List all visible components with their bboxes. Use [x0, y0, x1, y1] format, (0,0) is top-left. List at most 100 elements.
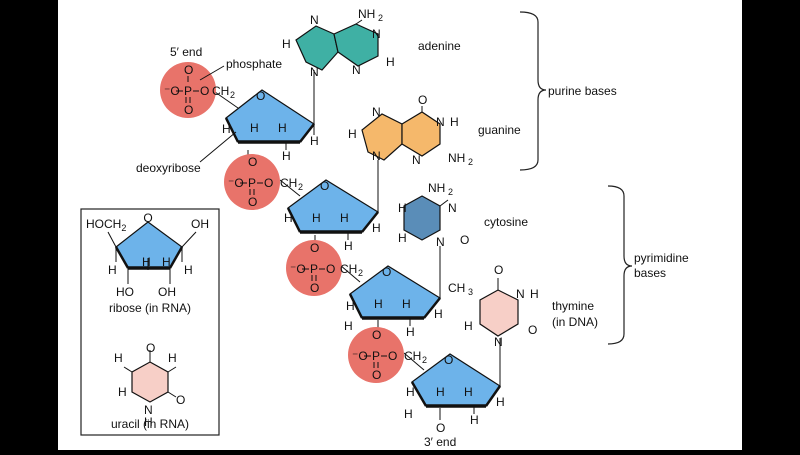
svg-text:N: N — [372, 27, 381, 41]
svg-text:H: H — [386, 55, 395, 69]
svg-text:H: H — [340, 211, 349, 225]
svg-text:O: O — [494, 263, 503, 277]
ribose-oh-label: OH — [191, 217, 209, 231]
svg-text:O: O — [528, 323, 537, 337]
svg-text:CH: CH — [280, 176, 297, 190]
ribose-hoch2-label: HOCH2 — [86, 217, 126, 233]
svg-text:2: 2 — [358, 268, 363, 278]
svg-text:CH: CH — [404, 349, 421, 363]
svg-text:O: O — [146, 341, 155, 355]
svg-text:O: O — [248, 195, 257, 209]
svg-text:NH: NH — [358, 7, 375, 21]
svg-text:H: H — [162, 255, 171, 269]
svg-text:CH: CH — [448, 281, 465, 295]
adenine-label: adenine — [418, 39, 461, 53]
svg-text:H: H — [406, 325, 415, 339]
svg-text:H: H — [108, 263, 117, 277]
svg-text:CH: CH — [340, 262, 357, 276]
uracil-ring: O H O N H H H — [114, 341, 185, 429]
svg-text:H: H — [278, 121, 287, 135]
svg-text:N: N — [372, 105, 381, 119]
thymine-note: (in DNA) — [552, 315, 598, 329]
svg-text:O: O — [143, 211, 152, 225]
svg-text:O: O — [256, 89, 265, 103]
svg-text:N: N — [412, 153, 421, 167]
svg-text:2: 2 — [448, 187, 453, 197]
svg-text:H: H — [470, 413, 479, 427]
svg-text:H: H — [222, 122, 231, 136]
svg-text:N: N — [352, 63, 361, 77]
svg-text:P: P — [248, 176, 256, 190]
three-end-label: 3′ end — [424, 435, 456, 449]
svg-text:O: O — [460, 233, 469, 247]
pyrimidine-label-line2: bases — [634, 266, 666, 280]
svg-text:O: O — [184, 103, 193, 117]
svg-text:N: N — [144, 403, 153, 417]
ribose-oh2-label: OH — [158, 285, 176, 299]
five-end-label: 5′ end — [170, 45, 202, 59]
svg-text:⁻O: ⁻O — [164, 84, 180, 98]
svg-text:O: O — [436, 421, 445, 435]
svg-text:O: O — [264, 176, 273, 190]
deoxyribose-sugar-1: O H H H H H — [222, 89, 319, 163]
svg-text:H: H — [434, 307, 443, 321]
thymine-label: thymine — [552, 299, 594, 313]
svg-text:NH: NH — [428, 181, 445, 195]
svg-text:N: N — [494, 335, 503, 349]
svg-text:H: H — [530, 287, 539, 301]
svg-text:3: 3 — [468, 287, 473, 297]
svg-text:H: H — [496, 395, 505, 409]
svg-text:H: H — [144, 415, 153, 429]
svg-text:2: 2 — [378, 13, 383, 23]
svg-text:O: O — [310, 281, 319, 295]
svg-text:H: H — [404, 407, 413, 421]
deoxyribose-leader-line — [199, 131, 237, 163]
svg-text:O: O — [444, 353, 453, 367]
svg-text:O: O — [326, 262, 335, 276]
svg-text:H: H — [142, 255, 151, 269]
svg-text:H: H — [398, 231, 407, 245]
purine-bases-label: purine bases — [548, 84, 617, 98]
svg-text:H: H — [344, 239, 353, 253]
svg-text:O: O — [184, 63, 193, 77]
phosphate-label: phosphate — [226, 57, 282, 71]
svg-text:⁻O: ⁻O — [290, 262, 306, 276]
svg-text:H: H — [312, 211, 321, 225]
pyrimidine-bracket — [607, 185, 633, 345]
svg-text:2: 2 — [230, 90, 235, 100]
uracil-label: uracil (in RNA) — [111, 417, 189, 431]
svg-text:H: H — [114, 351, 123, 365]
guanine-label: guanine — [478, 123, 521, 137]
svg-text:P: P — [184, 84, 192, 98]
phosphate-leader-line — [199, 65, 225, 81]
ribose-sugar: O H H H H — [107, 211, 197, 284]
svg-text:O: O — [248, 155, 257, 169]
svg-text:O: O — [310, 241, 319, 255]
svg-text:NH: NH — [448, 151, 465, 165]
svg-text:H: H — [344, 319, 353, 333]
svg-text:O: O — [418, 93, 427, 107]
svg-text:P: P — [372, 349, 380, 363]
cytosine-label: cytosine — [484, 215, 528, 229]
glycosidic-bonds — [313, 70, 501, 386]
svg-text:H: H — [464, 319, 473, 333]
svg-text:N: N — [448, 201, 457, 215]
svg-text:O: O — [372, 368, 381, 382]
svg-text:H: H — [282, 37, 291, 51]
svg-text:N: N — [436, 115, 445, 129]
svg-text:N: N — [310, 13, 319, 27]
svg-text:O: O — [176, 393, 185, 407]
purine-bracket — [519, 11, 547, 171]
svg-text:⁻O: ⁻O — [228, 176, 244, 190]
svg-text:N: N — [310, 65, 319, 79]
deoxyribose-label: deoxyribose — [136, 161, 201, 175]
svg-text:N: N — [372, 149, 381, 163]
svg-text:H: H — [282, 149, 291, 163]
